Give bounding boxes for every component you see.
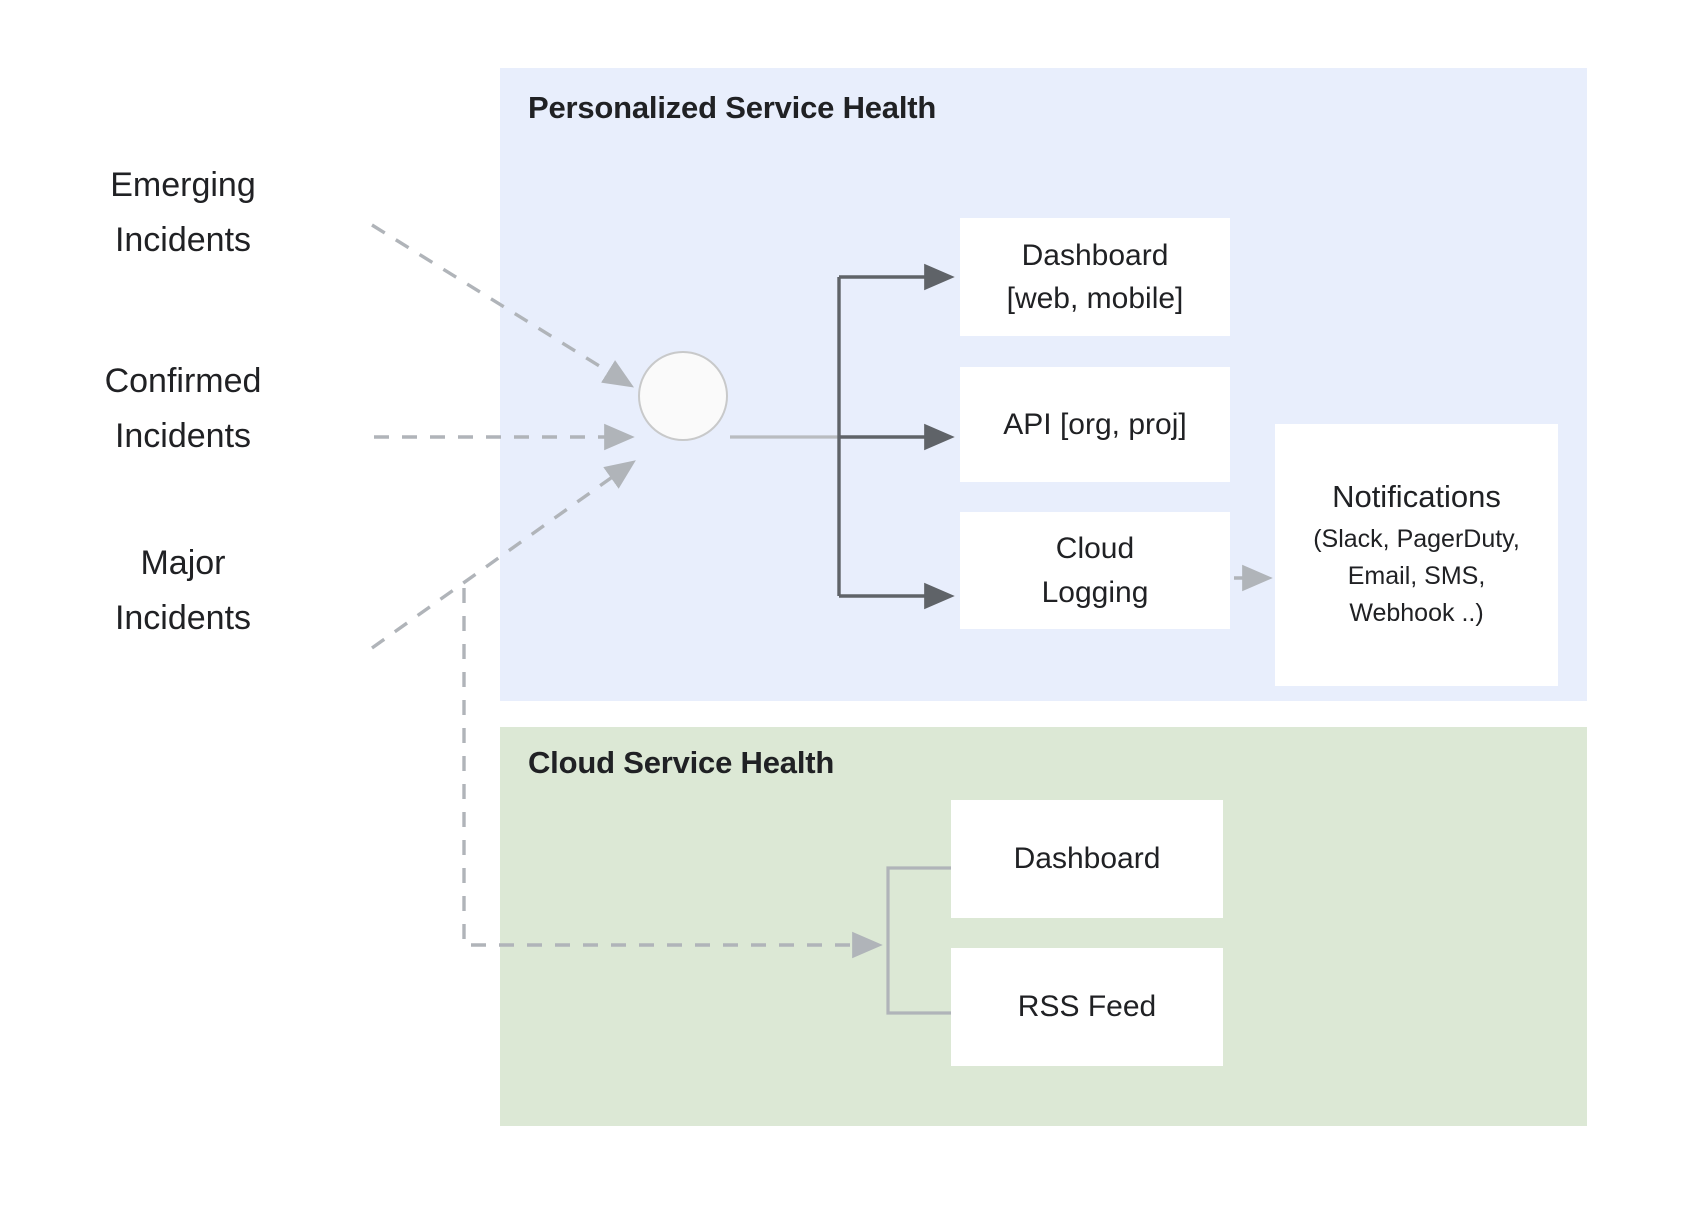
source-label-major-incidents: Major Incidents <box>114 544 252 638</box>
panel-cloud-service-health: Cloud Service Health <box>500 727 1587 1126</box>
source-label-emerging-incidents: Emerging Incidents <box>110 166 256 260</box>
node-box-api-org-proj[interactable]: API [org, proj] <box>960 367 1230 482</box>
node-box-cloud-service-health-dashboard[interactable]: Dashboard <box>951 800 1223 918</box>
source-label-confirmed-incidents: Confirmed Incidents <box>104 362 262 456</box>
node-box-cloud-service-health-rss-feed[interactable]: RSS Feed <box>951 948 1223 1066</box>
panel-cloud-title: Cloud Service Health <box>528 745 835 780</box>
node-box-cloud-logging[interactable]: Cloud Logging <box>960 512 1230 629</box>
panel-personalized-title: Personalized Service Health <box>528 90 937 125</box>
node-box-dashboard-web-mobile[interactable]: Dashboard [web, mobile] <box>960 218 1230 336</box>
notifications-title: Notifications <box>1332 479 1501 515</box>
notifications-channels: (Slack, PagerDuty, Email, SMS, Webhook .… <box>1313 525 1520 627</box>
hub-node-circle <box>638 351 728 441</box>
node-box-notifications[interactable]: Notifications (Slack, PagerDuty, Email, … <box>1275 424 1558 686</box>
